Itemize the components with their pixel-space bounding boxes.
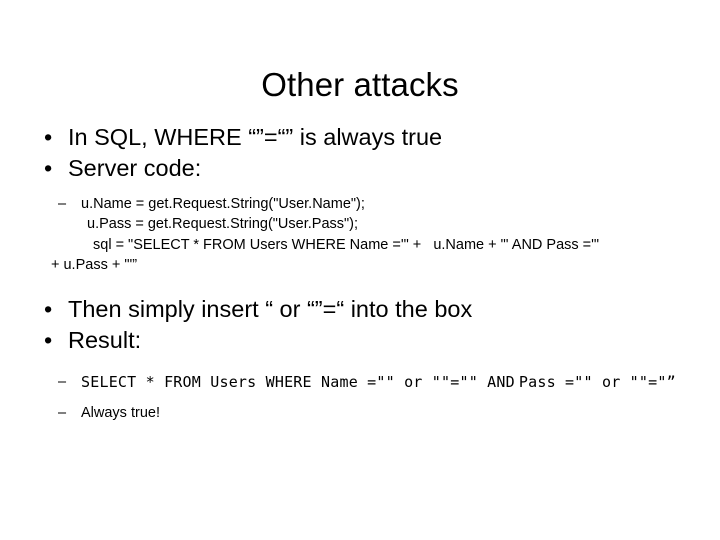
spacer [34, 394, 694, 403]
bullet-result: • Result: [34, 325, 694, 356]
code-line-upass: u.Pass = get.Request.String("User.Pass")… [87, 216, 359, 233]
result-sql-line-1: SELECT * FROM Users WHERE Name ="" or ""… [81, 373, 515, 392]
result-always-true-label: Always true! [81, 404, 160, 421]
bullet-marker-icon: • [44, 124, 53, 150]
bullet-in-sql: • In SQL, WHERE “”=“” is always true [34, 122, 694, 153]
spacer [34, 276, 694, 294]
code-block-server: – u.Name = get.Request.String("User.Name… [34, 194, 694, 276]
spacer [34, 356, 694, 372]
result-sql-block: – SELECT * FROM Users WHERE Name ="" or … [34, 372, 694, 394]
bullet-marker-icon: • [44, 295, 53, 322]
code-line-sql: sql = "SELECT * FROM Users WHERE Name ='… [93, 236, 600, 253]
result-sql-line-2: Pass ="" or ""="” [518, 373, 676, 392]
spacer [34, 185, 694, 194]
code-line-sql-continued: + u.Pass + "'” [51, 257, 138, 274]
bullet-then-simply-insert: • Then simply insert “ or “”=“ into the … [34, 294, 694, 325]
bullet-marker-icon: • [44, 327, 53, 354]
dash-marker-icon: – [58, 404, 67, 421]
dash-marker-icon: – [58, 195, 67, 212]
dash-marker-icon: – [58, 374, 67, 391]
result-always-true: – Always true! [34, 403, 694, 424]
page-title: Other attacks [261, 66, 459, 104]
bullet-server-code: • Server code: [34, 153, 694, 184]
code-line-uname: u.Name = get.Request.String("User.Name")… [81, 195, 365, 212]
bullet-then-simply-insert-label: Then simply insert “ or “”=“ into the bo… [68, 295, 473, 322]
bullet-server-code-label: Server code: [68, 155, 202, 182]
bullet-marker-icon: • [44, 155, 53, 182]
slide-body: • In SQL, WHERE “”=“” is always true • S… [34, 122, 694, 423]
bullet-in-sql-label: In SQL, WHERE “”=“” is always true [68, 124, 443, 150]
bullet-result-label: Result: [68, 327, 142, 354]
